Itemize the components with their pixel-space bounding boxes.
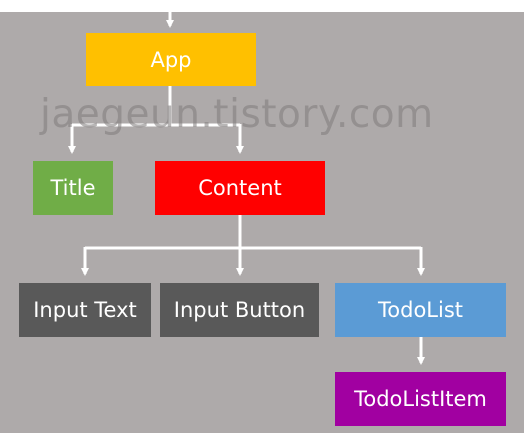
- node-todolistitem: TodoListItem: [335, 372, 506, 426]
- node-todolistitem-label: TodoListItem: [354, 387, 487, 411]
- node-title-label: Title: [50, 176, 96, 200]
- node-content-label: Content: [198, 176, 282, 200]
- watermark-text: jaegeun.tistory.com: [40, 92, 434, 137]
- node-input-button: Input Button: [160, 283, 319, 337]
- node-input-text-label: Input Text: [33, 298, 137, 322]
- node-input-text: Input Text: [19, 283, 151, 337]
- node-todolist: TodoList: [335, 283, 506, 337]
- node-app-label: App: [150, 47, 192, 72]
- node-content: Content: [155, 161, 325, 215]
- node-todolist-label: TodoList: [378, 298, 463, 322]
- node-title: Title: [33, 161, 113, 215]
- node-app: App: [86, 33, 256, 86]
- node-input-button-label: Input Button: [173, 298, 306, 322]
